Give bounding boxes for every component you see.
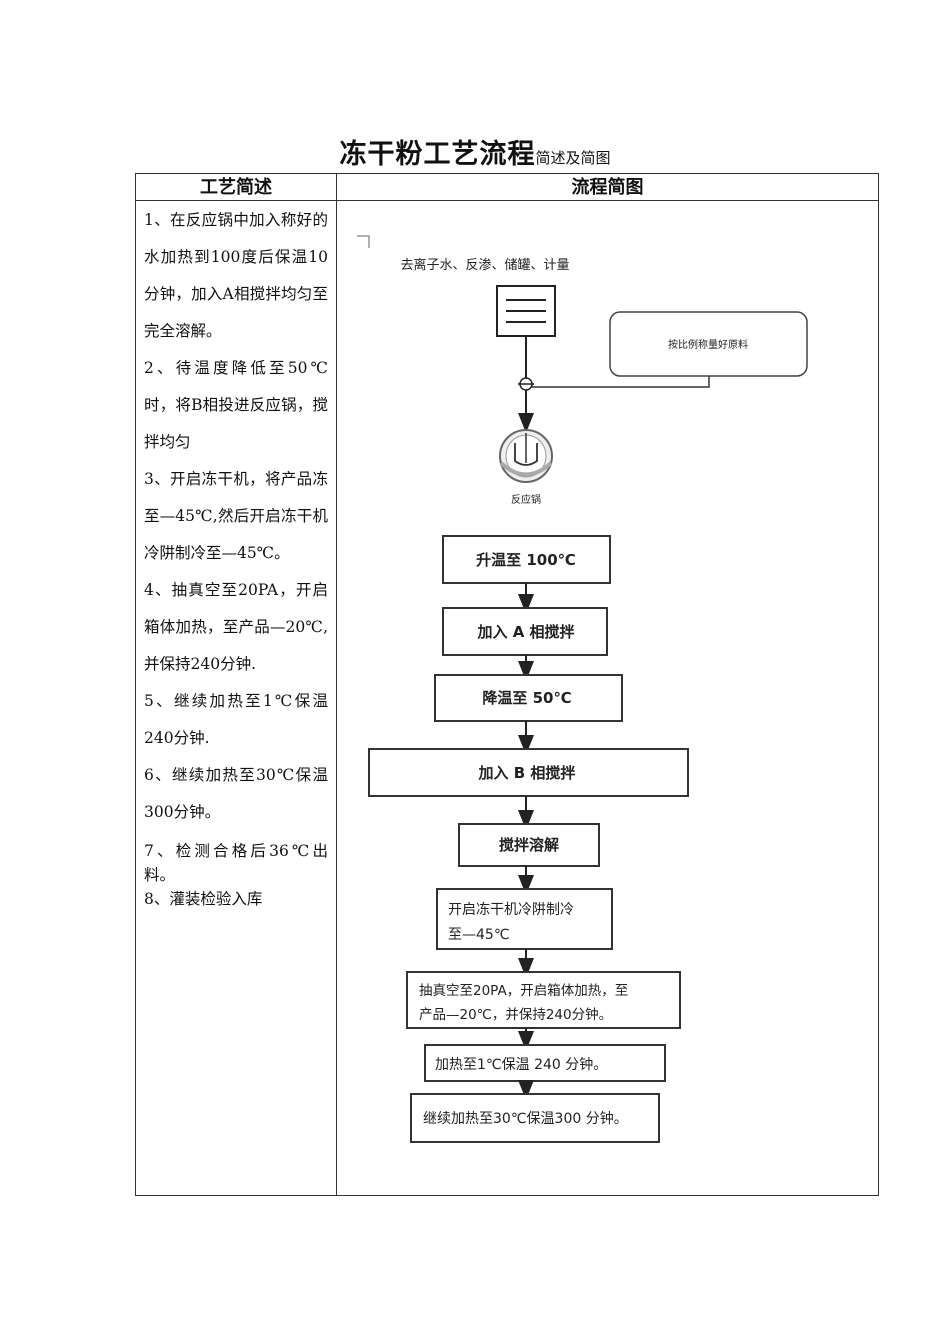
step-7: 7、检测合格后36℃出料。 bbox=[144, 842, 328, 884]
feed-connector bbox=[526, 376, 710, 388]
process-table: 工艺简述 流程简图 1、在反应锅中加入称好的水加热到100度后保温10分钟，加入… bbox=[135, 173, 879, 1196]
flow-box-cool-50-label: 降温至 50℃ bbox=[482, 689, 571, 707]
flow-box-freeze bbox=[436, 888, 613, 950]
flow-box-freeze-label-2: 至—45℃ bbox=[448, 927, 510, 943]
flow-box-add-a-label: 加入 A 相搅拌 bbox=[476, 623, 574, 641]
step-2: 2、待温度降低至50℃时，将B相投进反应锅，搅拌均匀 bbox=[144, 359, 328, 451]
flow-box-add-b bbox=[368, 748, 689, 797]
flow-box-add-a bbox=[442, 607, 608, 656]
valve-icon bbox=[518, 377, 534, 391]
process-steps: 1、在反应锅中加入称好的水加热到100度后保温10分钟，加入A相搅拌均匀至完全溶… bbox=[144, 202, 328, 911]
step-5: 5、继续加热至1℃保温240分钟. bbox=[144, 692, 328, 747]
flow-box-heat-30-label: 继续加热至30℃保温300 分钟。 bbox=[423, 1110, 628, 1127]
flow-box-vacuum-label-1: 抽真空至20PA，开启箱体加热，至 bbox=[419, 983, 628, 999]
flow-diagram-svg: 去离子水、反渗、储罐、计量 按比例称量好原料 bbox=[357, 235, 808, 1143]
step-8: 8、灌装检验入库 bbox=[144, 890, 263, 908]
flow-box-heat-100-label: 升温至 100℃ bbox=[476, 551, 576, 569]
flow-box-vacuum-label-2: 产品—20℃，并保持240分钟。 bbox=[419, 1006, 612, 1023]
flow-box-cool-50 bbox=[434, 674, 623, 722]
flow-box-vacuum bbox=[406, 971, 681, 1029]
reactor-icon bbox=[499, 429, 553, 483]
flow-box-add-b-label: 加入 B 相搅拌 bbox=[478, 764, 576, 782]
flow-box-heat-1-label: 加热至1℃保温 240 分钟。 bbox=[435, 1056, 607, 1073]
flow-box-stir-dissolve bbox=[458, 823, 600, 867]
step-4: 4、抽真空至20PA，开启箱体加热，至产品—20℃,并保持240分钟. bbox=[144, 581, 328, 673]
corner-mark bbox=[357, 235, 370, 248]
title-main: 冻干粉工艺流程 bbox=[339, 139, 536, 170]
step-1: 1、在反应锅中加入称好的水加热到100度后保温10分钟，加入A相搅拌均匀至完全溶… bbox=[144, 211, 328, 340]
header-process-summary: 工艺简述 bbox=[200, 177, 272, 198]
reactor-label: 反应锅 bbox=[511, 493, 541, 506]
flow-box-heat-1 bbox=[424, 1044, 666, 1082]
header-divider bbox=[136, 200, 878, 201]
header-flow-diagram: 流程简图 bbox=[571, 177, 644, 198]
flow-box-freeze-label-1: 开启冻干机冷阱制冷 bbox=[448, 901, 574, 918]
flow-diagram: 去离子水、反渗、储罐、计量 按比例称量好原料 bbox=[337, 201, 879, 1196]
title-sub: 简述及简图 bbox=[535, 149, 611, 167]
column-divider bbox=[336, 174, 337, 1195]
step-6: 6、继续加热至30℃保温300分钟。 bbox=[144, 766, 328, 821]
flow-box-heat-30 bbox=[410, 1093, 660, 1143]
weigh-material-label: 按比例称量好原料 bbox=[668, 338, 748, 351]
step-3: 3、开启冻干机，将产品冻至—45℃,然后开启冻干机冷阱制冷至—45℃。 bbox=[144, 470, 328, 562]
flow-box-stir-dissolve-label: 搅拌溶解 bbox=[499, 836, 559, 854]
flow-box-heat-100 bbox=[442, 535, 611, 584]
water-tank-icon bbox=[496, 285, 556, 337]
page-title: 冻干粉工艺流程简述及简图 bbox=[0, 132, 950, 171]
water-source-label: 去离子水、反渗、储罐、计量 bbox=[400, 257, 569, 273]
